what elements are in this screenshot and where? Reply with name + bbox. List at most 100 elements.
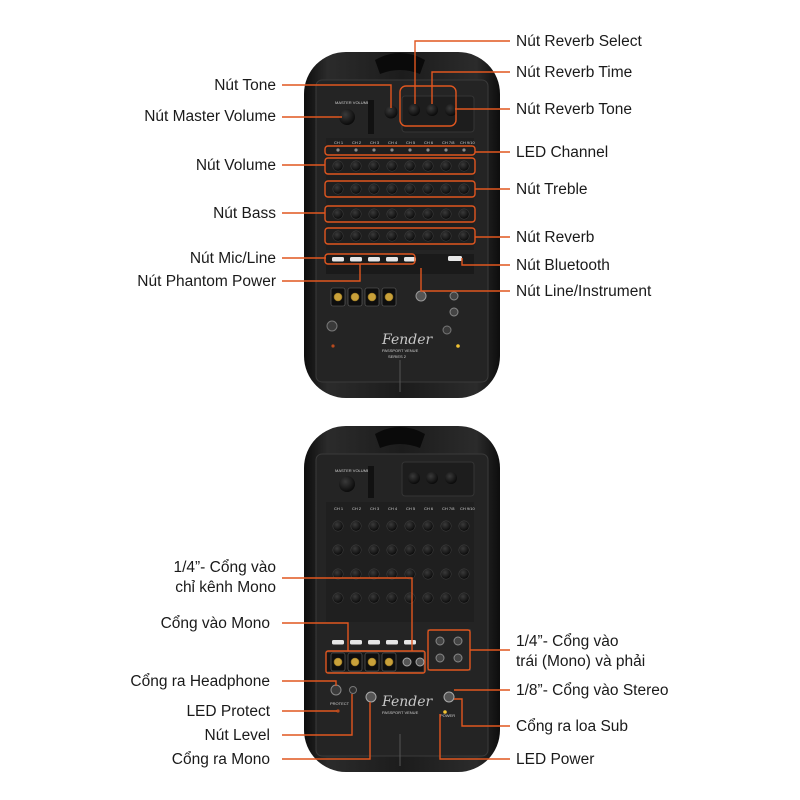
treble-knob[interactable]: [350, 544, 362, 556]
reverb-knob[interactable]: [458, 592, 470, 604]
bass-knob[interactable]: [350, 208, 362, 220]
bass-knob[interactable]: [422, 568, 434, 580]
treble-knob[interactable]: [458, 544, 470, 556]
mic-line-switch[interactable]: [404, 640, 416, 645]
reverb-knob[interactable]: [458, 230, 470, 242]
mono-channel-jack[interactable]: [402, 657, 412, 667]
treble-knob[interactable]: [368, 544, 380, 556]
treble-knob[interactable]: [422, 544, 434, 556]
treble-knob[interactable]: [404, 544, 416, 556]
bass-knob[interactable]: [386, 208, 398, 220]
mic-line-switch[interactable]: [368, 640, 380, 645]
bass-knob[interactable]: [440, 568, 452, 580]
volume-knob[interactable]: [404, 520, 416, 532]
mic-line-switch[interactable]: [332, 257, 344, 262]
tone-knob[interactable]: [384, 105, 398, 119]
line-instrument-jack[interactable]: [415, 290, 427, 302]
stereo-right-input-jack-2[interactable]: [453, 653, 463, 663]
stereo-left-input-jack[interactable]: [435, 636, 445, 646]
treble-knob[interactable]: [458, 183, 470, 195]
treble-knob[interactable]: [386, 544, 398, 556]
treble-knob[interactable]: [422, 183, 434, 195]
volume-knob[interactable]: [422, 520, 434, 532]
bass-knob[interactable]: [458, 208, 470, 220]
stereo-left-input-jack-2[interactable]: [435, 653, 445, 663]
bass-knob[interactable]: [332, 568, 344, 580]
bass-knob[interactable]: [440, 208, 452, 220]
reverb-time-knob[interactable]: [426, 104, 438, 116]
bass-knob[interactable]: [332, 208, 344, 220]
bass-knob[interactable]: [368, 208, 380, 220]
mic-line-switch[interactable]: [350, 640, 362, 645]
treble-knob[interactable]: [440, 183, 452, 195]
bass-knob[interactable]: [350, 568, 362, 580]
reverb-knob[interactable]: [440, 592, 452, 604]
reverb-knob[interactable]: [368, 230, 380, 242]
reverb-knob[interactable]: [386, 592, 398, 604]
volume-knob[interactable]: [458, 160, 470, 172]
reverb-knob[interactable]: [386, 230, 398, 242]
sub-output-jack[interactable]: [442, 325, 452, 335]
stereo-input-jack[interactable]: [449, 291, 459, 301]
mic-line-switch[interactable]: [404, 257, 416, 262]
bass-knob[interactable]: [422, 208, 434, 220]
volume-knob[interactable]: [404, 160, 416, 172]
treble-knob[interactable]: [368, 183, 380, 195]
mono-channel-jack-2[interactable]: [415, 657, 425, 667]
reverb-time-knob[interactable]: [426, 472, 438, 484]
level-knob[interactable]: [349, 686, 357, 694]
volume-knob[interactable]: [350, 520, 362, 532]
mono-output-jack[interactable]: [365, 691, 377, 703]
reverb-knob[interactable]: [404, 230, 416, 242]
volume-knob[interactable]: [440, 520, 452, 532]
bass-knob[interactable]: [404, 568, 416, 580]
volume-knob[interactable]: [386, 160, 398, 172]
volume-knob[interactable]: [422, 160, 434, 172]
reverb-tone-knob[interactable]: [445, 472, 457, 484]
volume-knob[interactable]: [332, 520, 344, 532]
mic-line-switch[interactable]: [350, 257, 362, 262]
stereo-right-input-jack[interactable]: [453, 636, 463, 646]
volume-knob[interactable]: [368, 160, 380, 172]
master-volume-knob[interactable]: [339, 109, 355, 125]
treble-knob[interactable]: [350, 183, 362, 195]
reverb-knob[interactable]: [350, 592, 362, 604]
mic-line-switch[interactable]: [332, 640, 344, 645]
treble-knob[interactable]: [386, 183, 398, 195]
reverb-knob[interactable]: [332, 592, 344, 604]
bass-knob[interactable]: [404, 208, 416, 220]
volume-knob[interactable]: [440, 160, 452, 172]
bluetooth-button[interactable]: [448, 256, 462, 261]
bass-knob[interactable]: [368, 568, 380, 580]
stereo-input-jack-2[interactable]: [449, 307, 459, 317]
mic-line-switch[interactable]: [368, 257, 380, 262]
volume-knob[interactable]: [368, 520, 380, 532]
reverb-knob[interactable]: [350, 230, 362, 242]
treble-knob[interactable]: [404, 183, 416, 195]
bass-knob[interactable]: [386, 568, 398, 580]
treble-knob[interactable]: [332, 183, 344, 195]
volume-knob[interactable]: [350, 160, 362, 172]
sub-output-jack[interactable]: [443, 691, 455, 703]
reverb-tone-knob[interactable]: [445, 104, 457, 116]
master-volume-knob[interactable]: [339, 476, 355, 492]
reverb-knob[interactable]: [440, 230, 452, 242]
label-master-volume-button: Nút Master Volume: [144, 108, 276, 125]
reverb-knob[interactable]: [368, 592, 380, 604]
headphone-jack[interactable]: [330, 684, 342, 696]
mic-line-switch[interactable]: [386, 257, 398, 262]
volume-knob[interactable]: [386, 520, 398, 532]
reverb-select-knob[interactable]: [408, 472, 420, 484]
reverb-knob[interactable]: [422, 230, 434, 242]
mic-line-switch[interactable]: [386, 640, 398, 645]
reverb-knob[interactable]: [422, 592, 434, 604]
treble-knob[interactable]: [440, 544, 452, 556]
volume-knob[interactable]: [332, 160, 344, 172]
headphone-jack[interactable]: [326, 320, 338, 332]
bass-knob[interactable]: [458, 568, 470, 580]
reverb-knob[interactable]: [404, 592, 416, 604]
volume-knob[interactable]: [458, 520, 470, 532]
treble-knob[interactable]: [332, 544, 344, 556]
reverb-knob[interactable]: [332, 230, 344, 242]
reverb-select-knob[interactable]: [408, 104, 420, 116]
